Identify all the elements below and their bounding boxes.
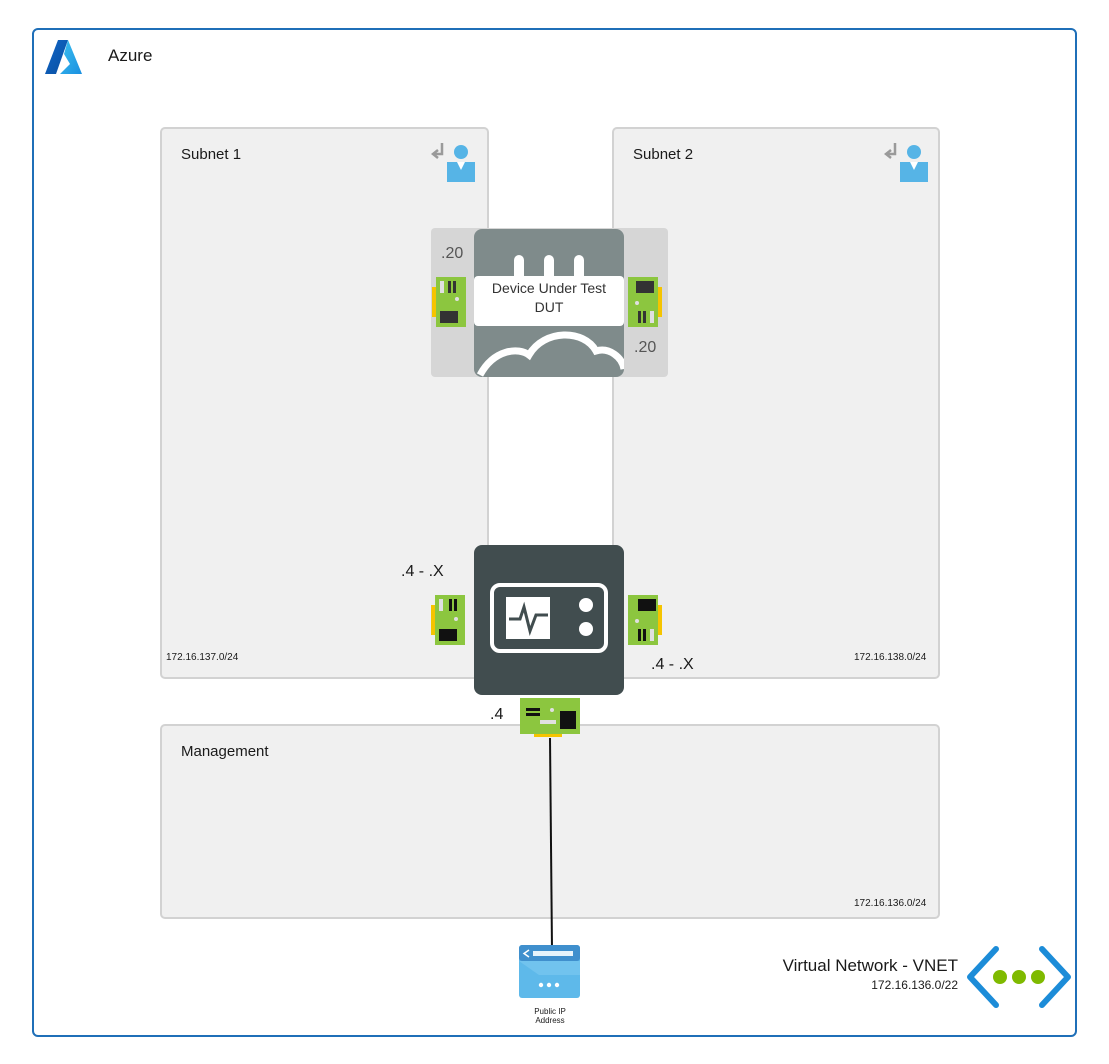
tg-ip-subnet1: .4 - .X (401, 563, 444, 580)
tg-ip-subnet2: .4 - .X (651, 656, 694, 673)
vnet-title: Virtual Network - VNET (782, 956, 958, 975)
nic-icon (520, 698, 580, 737)
management-link-line (549, 738, 553, 950)
azure-logo-icon (45, 40, 82, 74)
vnet-icon (967, 946, 1071, 1008)
subnet-1-title: Subnet 1 (181, 146, 242, 163)
subnet-1-box (160, 127, 489, 679)
nic-icon (432, 277, 466, 327)
subnet-2-cidr: 172.16.138.0/24 (854, 652, 927, 663)
public-ip-label: Public IP Address (520, 1007, 580, 1025)
nic-icon (628, 595, 662, 645)
nic-icon (628, 277, 662, 327)
traffic-generator-icon (490, 583, 608, 653)
subnet-2-title: Subnet 2 (633, 146, 694, 163)
subnet-icon (883, 143, 928, 182)
vnet-cidr: 172.16.136.0/22 (871, 978, 958, 992)
dut-label-line1: Device Under Test (491, 280, 607, 296)
traffic-generator-device (474, 545, 624, 695)
dut-ip-subnet1: .20 (441, 245, 464, 262)
dut-label-line2: DUT (534, 299, 564, 315)
public-ip-icon (519, 945, 580, 998)
subnet-2-box (612, 127, 940, 679)
tg-ip-management: .4 (490, 706, 504, 723)
dut-ip-subnet2: .20 (634, 339, 657, 356)
dut-label: Device Under Test DUT (474, 276, 624, 326)
subnet-1-cidr: 172.16.137.0/24 (166, 652, 239, 663)
public-ip-label-line2: Address (535, 1016, 565, 1025)
nic-icon (431, 595, 465, 645)
subnet-icon (430, 143, 475, 182)
management-subnet-cidr: 172.16.136.0/24 (854, 898, 927, 909)
management-subnet-title: Management (181, 743, 269, 760)
public-ip-label-line1: Public IP (534, 1007, 566, 1016)
azure-title: Azure (108, 46, 153, 65)
azure-container (32, 28, 1077, 1037)
